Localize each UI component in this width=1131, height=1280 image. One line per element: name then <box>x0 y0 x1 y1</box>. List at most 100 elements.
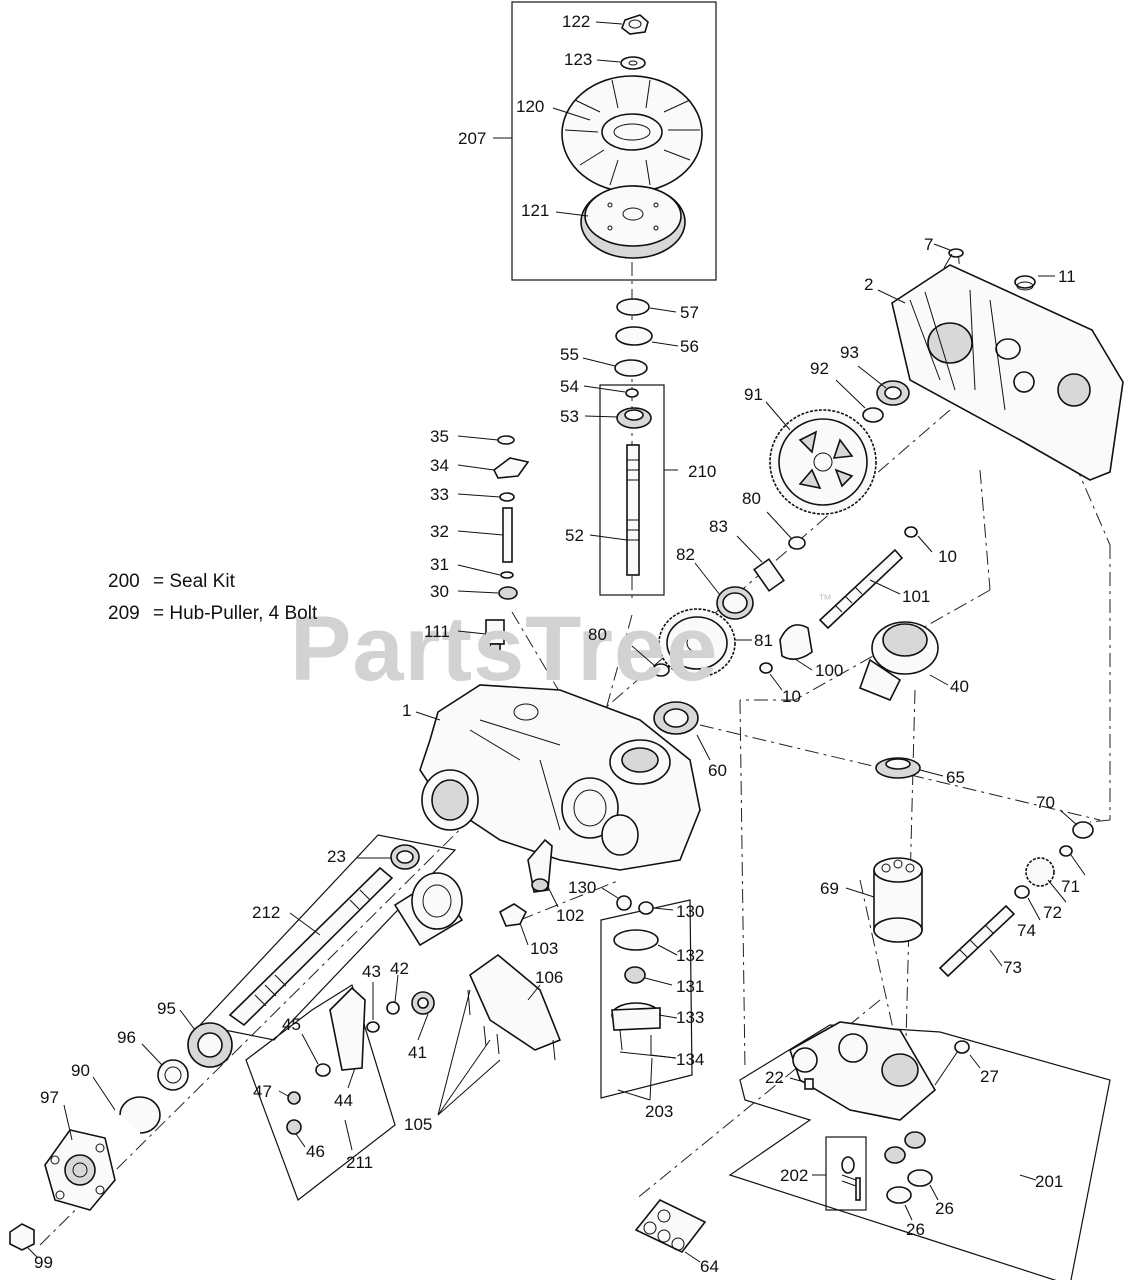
callout-207: 207 <box>458 129 486 148</box>
plug-130a <box>616 895 632 911</box>
callout-7: 7 <box>924 235 933 254</box>
washer-74 <box>1014 885 1030 899</box>
callout-133: 133 <box>676 1008 704 1027</box>
washer-92 <box>862 407 884 423</box>
callout-52: 52 <box>565 526 584 545</box>
valve-131 <box>624 966 646 984</box>
callout-91: 91 <box>744 385 763 404</box>
callout-83: 83 <box>709 517 728 536</box>
cylinder-block-64 <box>634 1198 707 1254</box>
callout-80b: 80 <box>588 625 607 644</box>
washer-80b <box>652 663 670 677</box>
valve-202 <box>841 1156 861 1201</box>
bearing-41 <box>411 991 435 1015</box>
pulley-121 <box>580 185 686 259</box>
callout-31: 31 <box>430 555 449 574</box>
filter <box>393 872 464 947</box>
bearing-95 <box>187 1022 233 1068</box>
callout-210: 210 <box>688 462 716 481</box>
callout-26b: 26 <box>906 1220 925 1239</box>
washer-43 <box>366 1021 380 1033</box>
housing-40 <box>858 621 939 702</box>
callout-93: 93 <box>840 343 859 362</box>
callout-211: 211 <box>346 1153 373 1172</box>
callout-96: 96 <box>117 1028 136 1047</box>
callout-44: 44 <box>334 1091 353 1110</box>
plug-11 <box>1014 275 1036 291</box>
legend-text-209: = Hub-Puller, 4 Bolt <box>153 603 318 624</box>
callout-99: 99 <box>34 1253 53 1272</box>
group-box-207 <box>511 1 717 281</box>
legend-text-200: = Seal Kit <box>153 571 236 592</box>
callout-2: 2 <box>864 275 873 294</box>
group-box-211 <box>245 984 396 1201</box>
callout-65: 65 <box>946 768 965 787</box>
arm-102 <box>527 838 553 893</box>
callout-34: 34 <box>430 456 449 475</box>
bolt-27 <box>934 1047 961 1086</box>
callout-130b: 130 <box>676 902 704 921</box>
pump-shaft-73 <box>938 904 1016 978</box>
callout-69: 69 <box>820 879 839 898</box>
bolt-27-head <box>954 1040 970 1054</box>
washer-45 <box>315 1063 331 1077</box>
watermark-tm: ™ <box>818 591 832 607</box>
legend-code-200: 200 <box>108 571 140 592</box>
callout-64: 64 <box>700 1257 719 1276</box>
washer-33 <box>499 492 515 502</box>
callout-70: 70 <box>1036 793 1055 812</box>
callout-23: 23 <box>327 847 346 866</box>
callout-90: 90 <box>71 1061 90 1080</box>
callout-82: 82 <box>676 545 695 564</box>
check-valves <box>884 1131 926 1164</box>
callout-54: 54 <box>560 377 579 396</box>
nut-122 <box>621 14 649 35</box>
ring-71 <box>1059 845 1073 857</box>
callout-35: 35 <box>430 427 449 446</box>
callout-81: 81 <box>754 631 773 650</box>
callout-101: 101 <box>902 587 930 606</box>
callout-202: 202 <box>780 1166 808 1185</box>
callout-56: 56 <box>680 337 699 356</box>
callout-71: 71 <box>1061 877 1080 896</box>
snap-ring-57 <box>616 298 650 316</box>
ring-26b <box>886 1186 912 1204</box>
plate-133 <box>611 1002 661 1031</box>
callout-1: 1 <box>402 701 411 720</box>
callout-100: 100 <box>815 661 843 680</box>
pin-22 <box>804 1078 814 1090</box>
callout-45: 45 <box>282 1015 301 1034</box>
seal-65 <box>875 757 921 779</box>
bracket-103 <box>498 903 528 927</box>
main-housing-1 <box>419 684 701 871</box>
gear-82 <box>716 586 754 620</box>
watermark-text: PartsTree <box>290 598 718 700</box>
callout-103: 103 <box>530 939 558 958</box>
fan-120 <box>561 75 703 193</box>
callout-132: 132 <box>676 946 704 965</box>
callout-32: 32 <box>430 522 449 541</box>
ring-31 <box>500 571 514 579</box>
group-box-203 <box>600 899 693 1099</box>
cylinder-block-69 <box>873 857 923 943</box>
hub-97 <box>44 1129 116 1211</box>
gear-91 <box>769 409 877 515</box>
plug-130b <box>638 901 654 915</box>
callout-46: 46 <box>306 1142 325 1161</box>
callout-105: 105 <box>404 1115 432 1134</box>
cover-106 <box>469 953 562 1051</box>
callout-97: 97 <box>40 1088 59 1107</box>
callout-72: 72 <box>1043 903 1062 922</box>
gear-81 <box>658 608 736 678</box>
seal-55 <box>614 359 648 377</box>
callout-120: 120 <box>516 97 544 116</box>
callout-80a: 80 <box>742 489 761 508</box>
switch-111 <box>485 619 505 653</box>
input-shaft-52 <box>626 444 640 576</box>
callout-95: 95 <box>157 999 176 1018</box>
ring-26a <box>907 1169 933 1187</box>
arm-34 <box>492 457 530 479</box>
ring-10a <box>904 526 918 538</box>
callout-74: 74 <box>1017 921 1036 940</box>
